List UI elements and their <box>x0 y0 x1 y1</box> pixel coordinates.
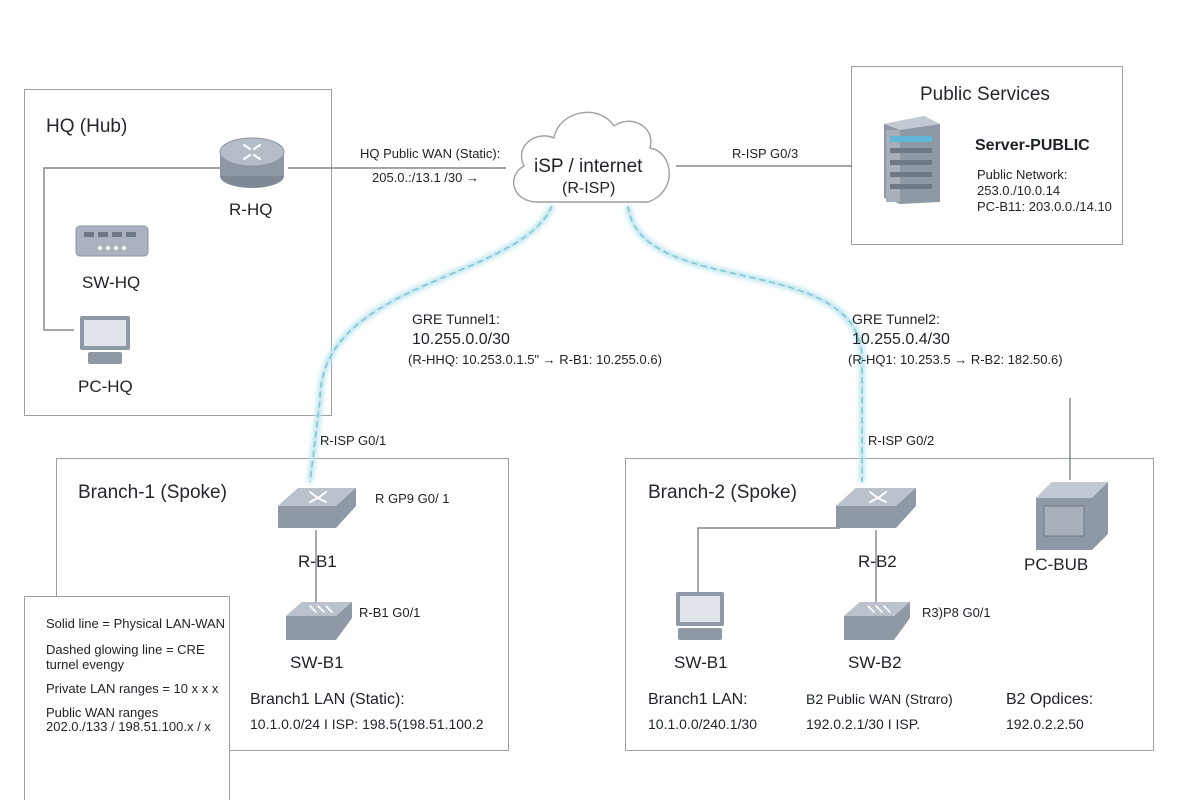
b2-lan-address: 10.1.0.0/240.1/30 <box>648 716 757 732</box>
tunnel2-detail: (R-HQ1: 10.253.5 → R-B2: 182.50.6) <box>848 352 1063 367</box>
router-hq-label: R-HQ <box>229 200 273 219</box>
tunnel1-name: GRE Tunnel1: <box>412 311 500 327</box>
hq-title: HQ (Hub) <box>46 116 128 137</box>
legend-dashed-1: Dashed glowing line = CRE <box>46 642 205 657</box>
b1-isp-port: R-ISP G0/1 <box>320 433 387 448</box>
sw-b1-b2-label: SW-B1 <box>674 653 728 672</box>
branch1-title: Branch-1 (Spoke) <box>78 482 227 503</box>
legend-panel <box>24 596 230 800</box>
pc-bub-label: PC-BUB <box>1024 555 1089 574</box>
server-icon[interactable] <box>872 114 952 206</box>
legend-public-1: Public WAN ranges <box>46 705 159 720</box>
b2-opdices-address: 192.0.2.2.50 <box>1006 716 1084 732</box>
b1-switch-port: R-B1 G0/1 <box>359 605 421 620</box>
router-b2-icon[interactable] <box>834 484 918 534</box>
router-b1-icon[interactable] <box>276 484 358 534</box>
b2-wan-label: B2 Public WAN (Strαro) <box>806 691 953 707</box>
tunnel1-detail: (R-HHQ: 10.253.0.1.5" → R-B1: 10.255.0.6… <box>408 352 662 367</box>
pc-b11-address: PC-B11: 203.0.0./14.10 <box>977 199 1112 214</box>
b1-router-port: R GP9 G0/ 1 <box>375 491 450 506</box>
pc-hq-icon[interactable] <box>74 314 136 366</box>
legend-private: Private LAN ranges = 10 x x x <box>46 681 219 696</box>
tunnel2-name: GRE Tunnel2: <box>852 311 940 327</box>
b2-lan-wire <box>697 527 840 592</box>
switch-hq-icon[interactable] <box>74 222 150 262</box>
tunnel1-subnet: 10.255.0.0/30 <box>412 331 510 348</box>
legend-public-2: 202.0./133 / 198.51.100.x / x <box>46 719 211 734</box>
switch-b2-label: SW-B2 <box>848 653 902 672</box>
b2-lan-label: Branch1 LAN: <box>648 691 748 708</box>
switch-hq-label: SW-HQ <box>82 273 141 292</box>
hq-lan-wire <box>43 167 220 331</box>
legend-dashed-2: turnel evengy <box>46 657 125 672</box>
b1-lan-address: 10.1.0.0/24 I ISP: 198.5(198.51.100.2 <box>250 716 484 732</box>
gre-tunnel2-path <box>627 205 863 482</box>
tunnel2-subnet: 10.255.0.4/30 <box>852 331 950 348</box>
hq-panel <box>24 89 332 416</box>
b2-opdices-label: B2 Opdices: <box>1006 691 1094 708</box>
switch-b1-icon[interactable] <box>284 598 354 646</box>
router-hq-icon[interactable] <box>216 130 288 194</box>
isp-subtitle: (R-ISP) <box>562 180 616 197</box>
b1-lan-label: Branch1 LAN (Static): <box>250 691 405 708</box>
branch2-title: Branch-2 (Spoke) <box>648 482 797 503</box>
hq-wan-address: 205.0.:/13.1 /30 → <box>372 170 479 185</box>
b2-isp-port: R-ISP G0/2 <box>868 433 935 448</box>
isp-title: iSP / internet <box>534 156 643 177</box>
router-b2-label: R-B2 <box>858 552 897 571</box>
switch-b2-icon[interactable] <box>842 598 912 646</box>
public-network-label: Public Network: <box>977 167 1068 182</box>
public-network-address: 253.0./10.0.14 <box>977 183 1061 198</box>
public-services-title: Public Services <box>920 84 1050 105</box>
b2-switch-port: R3)P8 G0/1 <box>922 605 991 620</box>
hq-wan-label: HQ Public WAN (Static): <box>360 146 501 161</box>
pc-hq-label: PC-HQ <box>78 377 133 396</box>
pc-bub-icon[interactable] <box>1034 480 1110 552</box>
public-link-port: R-ISP G0/3 <box>732 146 799 161</box>
router-b1-label: R-B1 <box>298 552 337 571</box>
switch-b1-label: SW-B1 <box>290 653 344 672</box>
pc-sw-b1-icon[interactable] <box>672 590 728 642</box>
server-label: Server-PUBLIC <box>975 137 1090 154</box>
gre-tunnel1-path <box>309 205 553 483</box>
isp-cloud-icon <box>513 111 670 203</box>
b2-wan-address: 192.0.2.1/30 I ISP. <box>806 716 921 732</box>
legend-solid: Solid line = Physical LAN-WAN <box>46 616 226 631</box>
